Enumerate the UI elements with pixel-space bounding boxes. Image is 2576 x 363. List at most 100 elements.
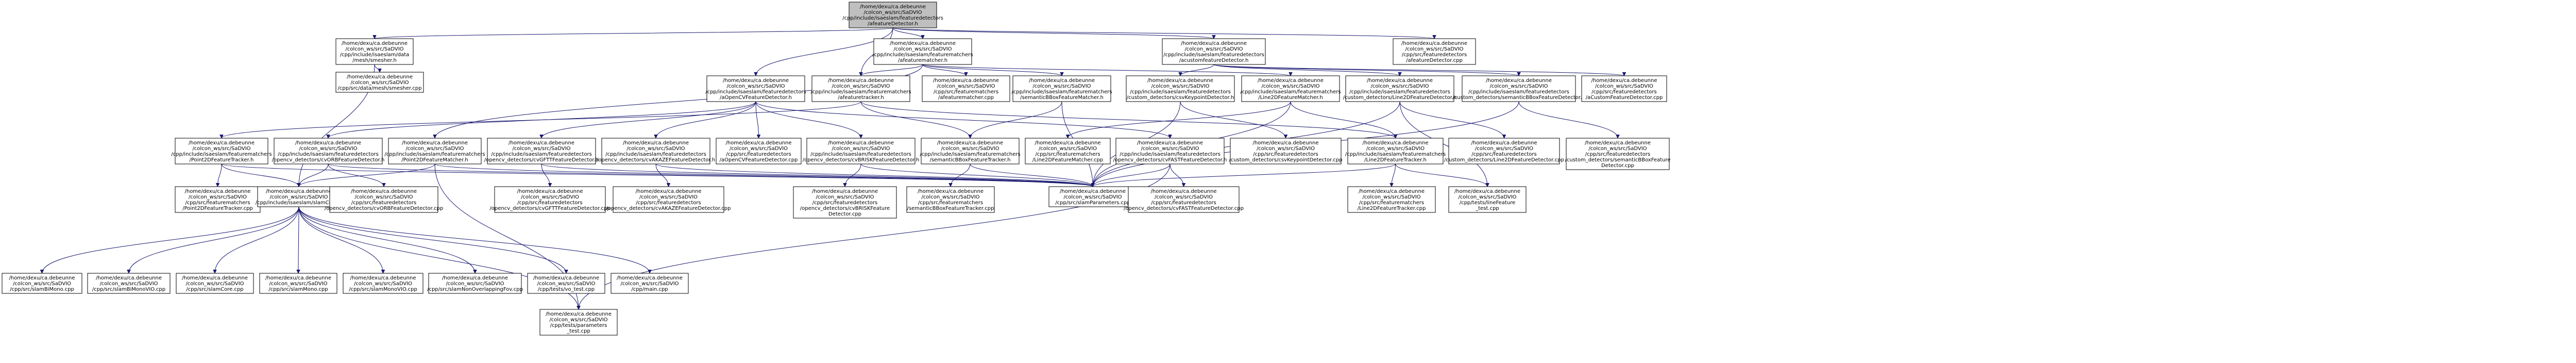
- graph-node-ckpd-h[interactable]: /home/dexu/ca.debeunne/colcon_ws/src/SaD…: [1126, 75, 1235, 102]
- node-label-line: /cpp/src/slamBiMonoVIO.cpp: [92, 287, 165, 292]
- graph-node-line2dfd-cpp[interactable]: /home/dexu/ca.debeunne/colcon_ws/src/SaD…: [1444, 138, 1564, 164]
- graph-node-semanticbbtracker-cpp[interactable]: /home/dexu/ca.debeunne/colcon_ws/src/SaD…: [906, 186, 995, 213]
- node-label-line: /cpp/src/featurematchers: [185, 200, 250, 206]
- node-label-line: /home/dexu/ca.debeunne: [189, 140, 255, 146]
- include-edge: [951, 163, 971, 187]
- graph-node-main-cpp[interactable]: /home/dexu/ca.debeunne/colcon_ws/src/SaD…: [611, 273, 689, 294]
- graph-node-slamcore-cpp[interactable]: /home/dexu/ca.debeunne/colcon_ws/src/SaD…: [176, 273, 254, 294]
- node-label-line: Detector.cpp: [828, 211, 861, 217]
- graph-node-ckpd-cpp[interactable]: /home/dexu/ca.debeunne/colcon_ws/src/SaD…: [1229, 138, 1343, 164]
- node-label-line: /home/dexu/ca.debeunne: [96, 275, 162, 281]
- node-box: [716, 138, 802, 164]
- include-edge: [129, 206, 299, 273]
- graph-node-vo-test-cpp[interactable]: /home/dexu/ca.debeunne/colcon_ws/src/SaD…: [527, 273, 605, 294]
- graph-node-fastfd-cpp[interactable]: /home/dexu/ca.debeunne/colcon_ws/src/SaD…: [1124, 186, 1244, 213]
- node-label-line: /home/dexu/ca.debeunne: [509, 140, 574, 146]
- graph-node-acustomfd-cpp[interactable]: /home/dexu/ca.debeunne/colcon_ws/src/SaD…: [1581, 75, 1667, 102]
- graph-node-afeaturematcher-h[interactable]: /home/dexu/ca.debeunne/colcon_ws/src/SaD…: [872, 38, 973, 65]
- node-box: [906, 186, 995, 213]
- node-label-line: /cpp/include/isaeslam/featuredetectors: [1130, 89, 1231, 95]
- graph-node-line2dmatcher-cpp[interactable]: /home/dexu/ca.debeunne/colcon_ws/src/SaD…: [1025, 138, 1111, 164]
- graph-node-fastfd-h[interactable]: /home/dexu/ca.debeunne/colcon_ws/src/SaD…: [1113, 138, 1227, 164]
- graph-node-semanticbb-matcher-h[interactable]: /home/dexu/ca.debeunne/colcon_ws/src/SaD…: [1011, 75, 1112, 102]
- graph-node-line2dfd-h[interactable]: /home/dexu/ca.debeunne/colcon_ws/src/SaD…: [1343, 75, 1457, 102]
- graph-node-gfttfd-h[interactable]: /home/dexu/ca.debeunne/colcon_ws/src/SaD…: [484, 138, 599, 164]
- include-edge: [655, 163, 1093, 187]
- graph-node-briskfd-cpp[interactable]: /home/dexu/ca.debeunne/colcon_ws/src/SaD…: [793, 186, 897, 219]
- graph-node-orbfd-cpp[interactable]: /home/dexu/ca.debeunne/colcon_ws/src/SaD…: [325, 186, 443, 213]
- node-label-line: /colcon_ws/src/SaDVIO: [345, 46, 403, 52]
- include-edge: [298, 206, 650, 273]
- graph-node-point2d-tracker-h[interactable]: /home/dexu/ca.debeunne/colcon_ws/src/SaD…: [171, 138, 272, 164]
- node-label-line: /cpp/tests/parameters: [550, 323, 607, 328]
- graph-node-root[interactable]: /home/dexu/ca.debeunne/colcon_ws/src/SaD…: [842, 2, 943, 28]
- graph-node-slamnonoverlap-cpp[interactable]: /home/dexu/ca.debeunne/colcon_ws/src/SaD…: [427, 273, 523, 294]
- graph-node-aocvfd-h[interactable]: /home/dexu/ca.debeunne/colcon_ws/src/SaD…: [705, 75, 806, 102]
- graph-node-point2dtracker-cpp[interactable]: /home/dexu/ca.debeunne/colcon_ws/src/SaD…: [175, 186, 261, 213]
- graph-node-slambimonovio-cpp[interactable]: /home/dexu/ca.debeunne/colcon_ws/src/SaD…: [87, 273, 171, 294]
- node-label-line: /cpp/src/featuredetectors: [636, 200, 701, 206]
- node-label-line: /afeatureDetector.cpp: [1406, 58, 1463, 63]
- node-label-line: /cpp/src/slamNonOverlappingFov.cpp: [427, 287, 523, 292]
- node-label-line: /colcon_ws/src/SaDVIO: [354, 194, 413, 200]
- node-label-line: /afeaturematcher.h: [898, 58, 947, 63]
- node-box: [611, 273, 689, 294]
- graph-node-afm-cpp[interactable]: /home/dexu/ca.debeunne/colcon_ws/src/SaD…: [922, 75, 1010, 102]
- node-label-line: /home/dexu/ca.debeunne: [533, 275, 599, 281]
- node-box: [539, 309, 618, 336]
- node-label-line: /home/dexu/ca.debeunne: [860, 4, 926, 10]
- node-box: [487, 138, 596, 164]
- graph-node-slammono-cpp[interactable]: /home/dexu/ca.debeunne/colcon_ws/src/SaD…: [2, 273, 82, 294]
- graph-node-acustomfd-h[interactable]: /home/dexu/ca.debeunne/colcon_ws/src/SaD…: [1162, 38, 1266, 65]
- node-label-line: /home/dexu/ca.debeunne: [933, 78, 999, 84]
- node-label-line: /opencv_detectors/cvBRISKFeature: [800, 206, 890, 211]
- graph-node-akazefd-cpp[interactable]: /home/dexu/ca.debeunne/colcon_ws/src/SaD…: [606, 186, 731, 213]
- node-label-line: /colcon_ws/src/SaDVIO: [512, 146, 570, 152]
- graph-node-semanticbbfd-cpp[interactable]: /home/dexu/ca.debeunne/colcon_ws/src/SaD…: [1565, 138, 1671, 170]
- graph-node-point2d-matcher-h[interactable]: /home/dexu/ca.debeunne/colcon_ws/src/SaD…: [384, 138, 485, 164]
- graph-node-line2dtracker-cpp[interactable]: /home/dexu/ca.debeunne/colcon_ws/src/SaD…: [1347, 186, 1436, 213]
- graph-node-afd-cpp[interactable]: /home/dexu/ca.debeunne/colcon_ws/src/SaD…: [1393, 38, 1476, 65]
- node-box: [1115, 138, 1225, 164]
- node-box: [428, 273, 522, 294]
- graph-node-akazefd-h[interactable]: /home/dexu/ca.debeunne/colcon_ws/src/SaD…: [597, 138, 715, 164]
- graph-node-slammonovio-cpp[interactable]: /home/dexu/ca.debeunne/colcon_ws/src/SaD…: [343, 273, 423, 294]
- include-edge: [892, 27, 1214, 39]
- node-label-line: /cpp/include/isaeslam/featurematchers: [810, 89, 911, 95]
- node-label-line: /opencv_detectors/cvGFTTFeatureDetector.…: [489, 206, 610, 211]
- node-label-line: /colcon_ws/src/SaDVIO: [1039, 146, 1097, 152]
- graph-node-aocvfd-cpp[interactable]: /home/dexu/ca.debeunne/colcon_ws/src/SaD…: [716, 138, 802, 164]
- node-label-line: /colcon_ws/src/SaDVIO: [1489, 84, 1548, 89]
- node-box: [335, 72, 424, 93]
- include-edge: [1392, 163, 1396, 187]
- node-label-line: /cpp/src/featuredetectors: [1471, 152, 1536, 157]
- node-label-line: /cpp/include/isaeslam/featuredetectors: [705, 89, 806, 95]
- graph-node-orbfd-h[interactable]: /home/dexu/ca.debeunne/colcon_ws/src/SaD…: [272, 138, 385, 164]
- node-label-line: /colcon_ws/src/SaDVIO: [639, 194, 698, 200]
- node-label-line: /colcon_ws/src/SaDVIO: [189, 194, 247, 200]
- graph-node-linefeature-test-cpp[interactable]: /home/dexu/ca.debeunne/colcon_ws/src/SaD…: [1448, 186, 1527, 213]
- graph-node-slammonoonly-cpp[interactable]: /home/dexu/ca.debeunne/colcon_ws/src/SaD…: [259, 273, 337, 294]
- node-box: [274, 138, 383, 164]
- graph-node-mesher-cpp[interactable]: /home/dexu/ca.debeunne/colcon_ws/src/SaD…: [335, 72, 424, 93]
- node-label-line: /cpp/include/isaeslam/featuredetectors: [1468, 89, 1569, 95]
- graph-node-ameshsmesher-h[interactable]: /home/dexu/ca.debeunne/colcon_ws/src/SaD…: [335, 38, 414, 65]
- node-label-line: /home/dexu/ca.debeunne: [266, 189, 332, 194]
- node-label-line: /Point2DFeatureMatcher.h: [401, 157, 468, 163]
- graph-node-briskfd-h[interactable]: /home/dexu/ca.debeunne/colcon_ws/src/SaD…: [803, 138, 920, 164]
- node-label-line: /cpp/include/isaeslam/featuredetectors: [1120, 152, 1221, 157]
- include-edge: [298, 206, 383, 273]
- graph-node-slamcore-h[interactable]: /home/dexu/ca.debeunne/colcon_ws/src/SaD…: [256, 186, 343, 207]
- graph-node-gfttfd-cpp[interactable]: /home/dexu/ca.debeunne/colcon_ws/src/SaD…: [489, 186, 611, 213]
- graph-node-semanticbbfd-h[interactable]: /home/dexu/ca.debeunne/colcon_ws/src/SaD…: [1452, 75, 1585, 102]
- node-label-line: /home/dexu/ca.debeunne: [890, 41, 956, 46]
- graph-node-lsd-test-cpp[interactable]: /home/dexu/ca.debeunne/colcon_ws/src/SaD…: [539, 309, 618, 336]
- graph-node-afeaturetracker-h[interactable]: /home/dexu/ca.debeunne/colcon_ws/src/SaD…: [810, 75, 911, 102]
- graph-node-semanticbb-tracker-h[interactable]: /home/dexu/ca.debeunne/colcon_ws/src/SaD…: [920, 138, 1021, 164]
- node-label-line: /Point2DFeatureTracker.cpp: [182, 206, 253, 211]
- node-box: [527, 273, 605, 294]
- graph-node-slamparams-cpp[interactable]: /home/dexu/ca.debeunne/colcon_ws/src/SaD…: [1048, 186, 1137, 207]
- graph-node-line2d-tracker-h[interactable]: /home/dexu/ca.debeunne/colcon_ws/src/SaD…: [1345, 138, 1446, 164]
- graph-node-line2d-matcher-h[interactable]: /home/dexu/ca.debeunne/colcon_ws/src/SaD…: [1240, 75, 1341, 102]
- node-label-line: /cpp/include/isaeslam/slamCore.h: [256, 200, 343, 206]
